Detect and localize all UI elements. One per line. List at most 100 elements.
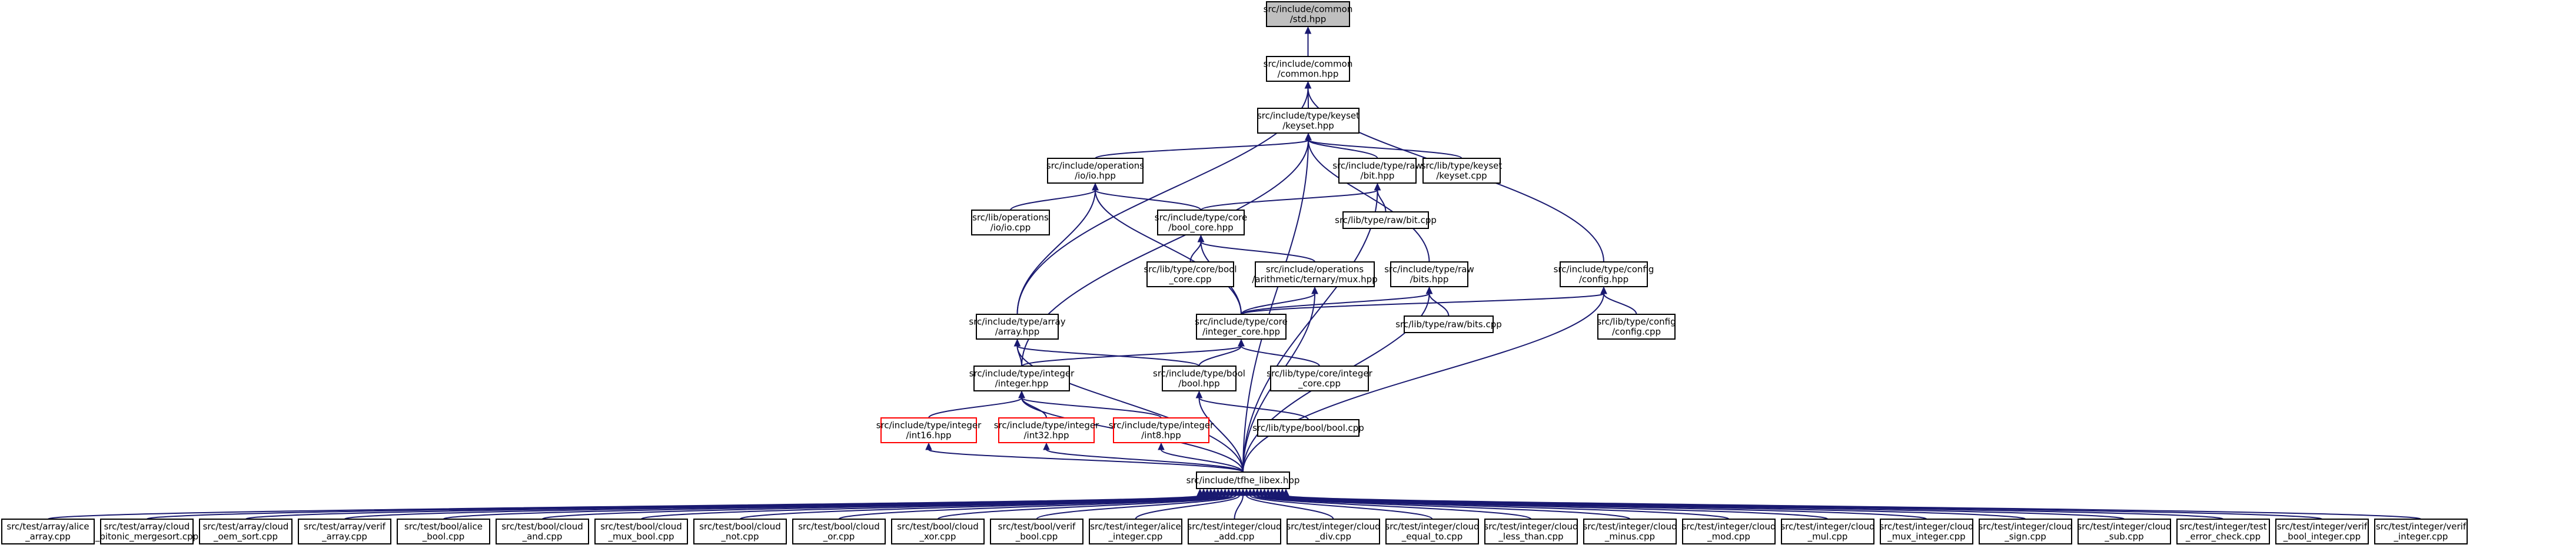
node-label: _core.cpp xyxy=(1298,378,1341,390)
file-node-t1[interactable]: src/test/array/cloud_bitonic_mergesort.c… xyxy=(95,519,198,544)
node-label: src/test/bool/cloud xyxy=(699,522,781,532)
node-label: src/test/integer/cloud xyxy=(1780,522,1874,532)
file-node-t15[interactable]: src/test/integer/cloud_less_than.cpp xyxy=(1484,519,1578,544)
file-node-t2[interactable]: src/test/array/cloud_oem_sort.cpp xyxy=(199,519,292,544)
file-node-boolhpp[interactable]: src/include/type/bool/bool.hpp xyxy=(1153,366,1245,391)
file-node-t5[interactable]: src/test/bool/cloud_and.cpp xyxy=(496,519,589,544)
node-label: src/include/common xyxy=(1264,59,1353,69)
arrow-head xyxy=(1425,286,1433,294)
file-node-t16[interactable]: src/test/integer/cloud_minus.cpp xyxy=(1583,519,1677,544)
file-node-config[interactable]: src/include/type/config/config.hpp xyxy=(1554,261,1654,287)
node-box xyxy=(1390,261,1468,287)
node-label: _integer.cpp xyxy=(1108,532,1163,543)
file-node-t8[interactable]: src/test/bool/cloud_or.cpp xyxy=(792,519,886,544)
file-node-t0[interactable]: src/test/array/alice_array.cpp xyxy=(1,519,95,544)
file-node-t4[interactable]: src/test/bool/alice_bool.cpp xyxy=(397,519,490,544)
node-box xyxy=(2176,519,2270,544)
node-label: _minus.cpp xyxy=(1604,532,1655,543)
node-box xyxy=(891,519,985,544)
node-label: _xor.cpp xyxy=(919,532,956,543)
file-node-bitscpp[interactable]: src/lib/type/raw/bits.cpp xyxy=(1395,315,1502,333)
node-label: src/test/integer/cloud xyxy=(1484,522,1578,532)
node-label: src/lib/type/raw/bit.cpp xyxy=(1335,215,1437,225)
file-node-intcore[interactable]: src/include/type/core/integer_core.hpp xyxy=(1195,314,1288,340)
file-node-array[interactable]: src/include/type/array/array.hpp xyxy=(969,314,1066,340)
file-node-keyset[interactable]: src/include/type/keyset/keyset.hpp xyxy=(1257,108,1360,134)
file-node-t22[interactable]: src/test/integer/test_error_check.cpp xyxy=(2176,519,2270,544)
file-node-keysetcpp[interactable]: src/lib/type/keyset/keyset.cpp xyxy=(1421,158,1503,184)
node-label: _equal_to.cpp xyxy=(1401,532,1462,543)
node-box xyxy=(397,519,490,544)
file-node-t21[interactable]: src/test/integer/cloud_sub.cpp xyxy=(2077,519,2172,544)
file-node-t20[interactable]: src/test/integer/cloud_sign.cpp xyxy=(1978,519,2073,544)
file-node-int16[interactable]: src/include/type/integer/int16.hpp xyxy=(876,417,982,443)
file-node-intcorecpp[interactable]: src/lib/type/core/integer_core.cpp xyxy=(1267,366,1373,391)
node-label: src/test/bool/alice xyxy=(404,522,483,532)
file-node-boolcpp[interactable]: src/lib/type/bool/bool.cpp xyxy=(1252,419,1364,437)
node-label: _or.cpp xyxy=(823,532,855,543)
node-label: src/test/integer/cloud xyxy=(1879,522,1973,532)
node-box xyxy=(1089,519,1182,544)
arrow-head xyxy=(1195,390,1203,398)
file-node-tfhe[interactable]: src/include/tfhe_libex.hpp xyxy=(1186,471,1300,489)
file-node-common[interactable]: src/include/common/common.hpp xyxy=(1264,56,1353,82)
include-edge xyxy=(1305,132,1378,159)
node-label: _integer.cpp xyxy=(2394,532,2448,543)
file-node-integer[interactable]: src/include/type/integer/integer.hpp xyxy=(969,366,1075,391)
file-node-bitcpp[interactable]: src/lib/type/raw/bit.cpp xyxy=(1335,211,1437,229)
file-node-t19[interactable]: src/test/integer/cloud_mux_integer.cpp xyxy=(1879,519,1974,544)
node-box xyxy=(880,417,977,443)
node-label: src/test/integer/cloud xyxy=(1385,522,1479,532)
file-node-t10[interactable]: src/test/bool/verif_bool.cpp xyxy=(990,519,1083,544)
node-label: /bool.hpp xyxy=(1178,378,1219,389)
file-node-boolcore[interactable]: src/include/type/core/bool_core.hpp xyxy=(1155,210,1247,235)
arrow-head xyxy=(1600,286,1607,294)
file-node-rawbit[interactable]: src/include/type/raw/bit.hpp xyxy=(1332,158,1422,184)
node-label: src/include/type/keyset xyxy=(1257,111,1360,121)
node-label: src/test/integer/alice xyxy=(1090,522,1181,532)
file-node-t23[interactable]: src/test/integer/verif_bool_integer.cpp xyxy=(2275,519,2369,544)
file-node-iocpp[interactable]: src/lib/operations/io/io.cpp xyxy=(971,210,1050,235)
node-label: /bool_core.hpp xyxy=(1168,222,1233,234)
node-label: src/include/type/integer xyxy=(1109,420,1214,431)
file-node-t14[interactable]: src/test/integer/cloud_equal_to.cpp xyxy=(1385,519,1480,544)
file-node-int32[interactable]: src/include/type/integer/int32.hpp xyxy=(994,417,1099,443)
node-label: /std.hpp xyxy=(1290,14,1327,25)
arrow-head xyxy=(1305,132,1312,141)
file-node-configcpp[interactable]: src/lib/type/config/config.cpp xyxy=(1597,314,1676,340)
node-label: src/include/operations xyxy=(1046,161,1144,171)
file-node-bits[interactable]: src/include/type/raw/bits.hpp xyxy=(1384,261,1474,287)
node-box xyxy=(1880,519,1973,544)
file-node-t12[interactable]: src/test/integer/cloud_add.cpp xyxy=(1187,519,1282,544)
node-label: src/include/type/integer xyxy=(994,420,1099,431)
file-node-t24[interactable]: src/test/integer/verif_integer.cpp xyxy=(2374,519,2468,544)
file-node-io[interactable]: src/include/operations/io/io.hpp xyxy=(1046,158,1144,184)
node-label: src/include/operations xyxy=(1266,264,1364,275)
file-node-t13[interactable]: src/test/integer/cloud_div.cpp xyxy=(1286,519,1381,544)
arrow-head xyxy=(1282,488,1289,496)
node-label: _core.cpp xyxy=(1168,274,1211,285)
include-edge xyxy=(1242,286,1607,473)
node-label: src/include/type/array xyxy=(969,317,1065,327)
node-label: src/test/array/cloud xyxy=(203,522,289,532)
node-label: src/test/integer/verif xyxy=(2376,522,2467,532)
node-box xyxy=(1484,519,1578,544)
file-node-t9[interactable]: src/test/bool/cloud_xor.cpp xyxy=(891,519,985,544)
node-label: src/test/array/verif xyxy=(304,522,386,532)
file-node-t7[interactable]: src/test/bool/cloud_not.cpp xyxy=(693,519,787,544)
file-node-int8[interactable]: src/include/type/integer/int8.hpp xyxy=(1109,417,1214,443)
include-edge xyxy=(1197,234,1315,263)
file-node-t18[interactable]: src/test/integer/cloud_mul.cpp xyxy=(1780,519,1875,544)
file-node-t3[interactable]: src/test/array/verif_array.cpp xyxy=(298,519,391,544)
file-node-t11[interactable]: src/test/integer/alice_integer.cpp xyxy=(1089,519,1182,544)
file-node-mux[interactable]: src/include/operations/arithmetic/ternar… xyxy=(1252,261,1378,287)
node-box xyxy=(1385,519,1479,544)
node-box xyxy=(1583,519,1677,544)
node-label: /config.hpp xyxy=(1579,274,1628,285)
file-node-boolcorecpp[interactable]: src/lib/type/core/bool_core.cpp xyxy=(1144,261,1237,287)
file-node-t17[interactable]: src/test/integer/cloud_mod.cpp xyxy=(1681,519,1776,544)
node-box xyxy=(1196,471,1290,489)
node-label: src/include/type/config xyxy=(1554,264,1654,275)
node-label: _less_than.cpp xyxy=(1498,532,1563,543)
file-node-t6[interactable]: src/test/bool/cloud_mux_bool.cpp xyxy=(594,519,688,544)
